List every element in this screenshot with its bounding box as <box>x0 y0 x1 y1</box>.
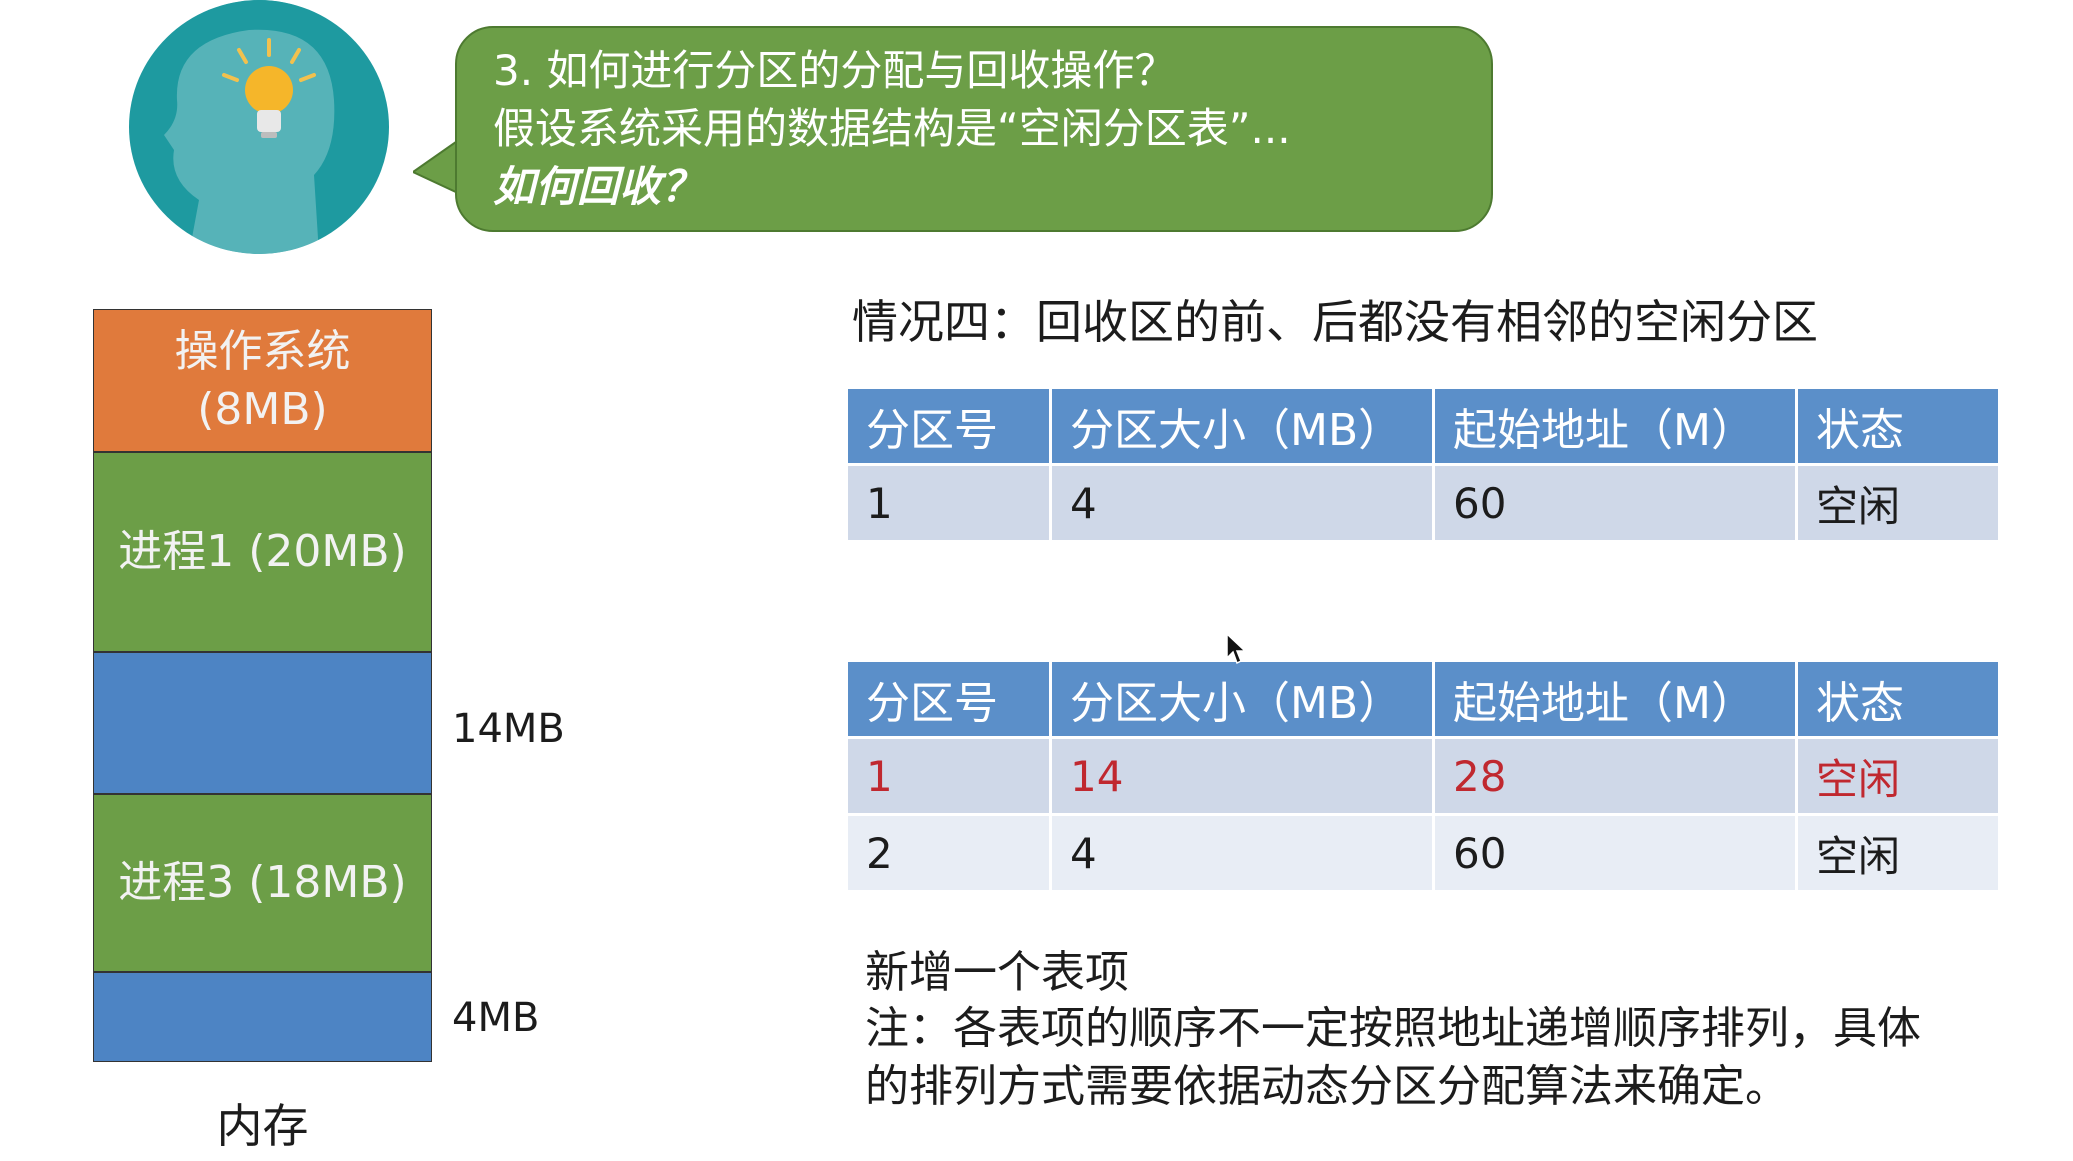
memory-block-process1: 进程1 (20MB) <box>93 452 432 652</box>
cell-partition-size: 4 <box>1052 816 1432 890</box>
header-partition-size: 分区大小（MB） <box>1052 662 1432 736</box>
cell-start-address: 60 <box>1435 816 1795 890</box>
header-partition-id: 分区号 <box>848 389 1049 463</box>
case-title: 情况四：回收区的前、后都没有相邻的空闲分区 <box>852 295 1818 349</box>
header-start-address: 起始地址（M） <box>1435 389 1795 463</box>
size-label-4mb: 4MB <box>452 995 540 1041</box>
cell-status: 空闲 <box>1798 466 1998 540</box>
header-partition-id: 分区号 <box>848 662 1049 736</box>
cell-start-address: 28 <box>1435 739 1795 813</box>
cell-partition-size: 4 <box>1052 466 1432 540</box>
table-header-row: 分区号 分区大小（MB） 起始地址（M） 状态 <box>848 662 1998 736</box>
header-status: 状态 <box>1798 662 1998 736</box>
note-line-1: 注：各表项的顺序不一定按照地址递增顺序排列，具体 <box>865 1003 1921 1054</box>
cell-status: 空闲 <box>1798 816 1998 890</box>
table-row: 1 4 60 空闲 <box>848 466 1998 540</box>
partition-table-after: 分区号 分区大小（MB） 起始地址（M） 状态 1 14 28 空闲 2 4 6… <box>845 659 2001 893</box>
question-line-2: 假设系统采用的数据结构是“空闲分区表”... <box>493 104 1291 153</box>
question-line-1: 3. 如何进行分区的分配与回收操作？ <box>493 46 1177 95</box>
partition-table-before: 分区号 分区大小（MB） 起始地址（M） 状态 1 4 60 空闲 <box>845 386 2001 543</box>
mouse-cursor-icon <box>1226 632 1247 665</box>
thinking-head-icon <box>129 0 389 254</box>
table-row-new: 1 14 28 空闲 <box>848 739 1998 813</box>
size-label-14mb: 14MB <box>452 706 565 752</box>
cell-partition-id: 2 <box>848 816 1049 890</box>
memory-block-free-14mb <box>93 652 432 794</box>
memory-block-free-4mb <box>93 972 432 1062</box>
memory-block-process3: 进程3 (18MB) <box>93 794 432 972</box>
header-status: 状态 <box>1798 389 1998 463</box>
cell-status: 空闲 <box>1798 739 1998 813</box>
header-start-address: 起始地址（M） <box>1435 662 1795 736</box>
note-added-entry: 新增一个表项 <box>865 947 1129 998</box>
memory-block-os: 操作系统 (8MB) <box>93 309 432 452</box>
table-header-row: 分区号 分区大小（MB） 起始地址（M） 状态 <box>848 389 1998 463</box>
cell-partition-id: 1 <box>848 739 1049 813</box>
cell-partition-size: 14 <box>1052 739 1432 813</box>
header-partition-size: 分区大小（MB） <box>1052 389 1432 463</box>
memory-caption: 内存 <box>216 1099 309 1153</box>
table-row: 2 4 60 空闲 <box>848 816 1998 890</box>
cell-partition-id: 1 <box>848 466 1049 540</box>
question-bubble: 3. 如何进行分区的分配与回收操作？ 假设系统采用的数据结构是“空闲分区表”..… <box>455 26 1493 232</box>
note-block: 注：各表项的顺序不一定按照地址递增顺序排列，具体 的排列方式需要依据动态分区分配… <box>865 1000 1921 1116</box>
note-line-2: 的排列方式需要依据动态分区分配算法来确定。 <box>865 1061 1789 1112</box>
question-line-3: 如何回收？ <box>493 162 704 211</box>
cell-start-address: 60 <box>1435 466 1795 540</box>
